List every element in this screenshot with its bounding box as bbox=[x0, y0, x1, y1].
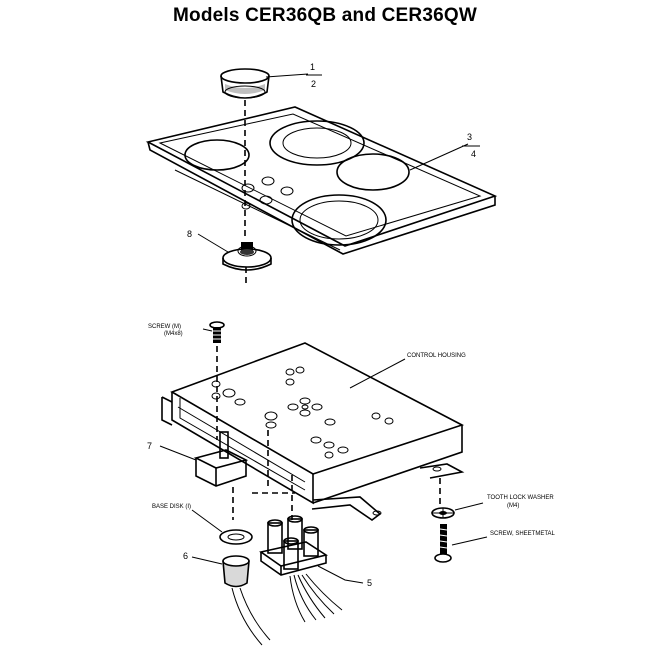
callout-8: 8 bbox=[187, 229, 192, 239]
tooth-lock-washer-part bbox=[431, 507, 455, 519]
diagram-title: Models CER36QB and CER36QW bbox=[173, 5, 477, 26]
base-disk-label: BASE DISK (I) bbox=[152, 504, 191, 510]
control-housing-label: CONTROL HOUSING bbox=[407, 353, 466, 359]
control-housing bbox=[161, 342, 465, 521]
base-disk-part bbox=[219, 529, 253, 545]
callout-3: 3 bbox=[467, 132, 472, 142]
leader-lines-top bbox=[197, 73, 480, 253]
screw-label: SCREW (M) bbox=[148, 324, 181, 330]
callout-5: 5 bbox=[367, 578, 372, 588]
sheetmetal-screw-label: SCREW, SHEETMETAL bbox=[490, 531, 556, 537]
callout-2: 2 bbox=[311, 79, 316, 89]
sheetmetal-screw-part bbox=[434, 524, 452, 563]
screw-part bbox=[209, 321, 225, 343]
callout-7: 7 bbox=[147, 441, 152, 451]
leader-lines-bottom bbox=[159, 328, 488, 584]
cooktop-glass bbox=[145, 106, 498, 255]
capacitor-block-part bbox=[259, 515, 343, 623]
tooth-lock-washer-label: TOOTH LOCK WASHER bbox=[487, 495, 554, 501]
knob-part bbox=[220, 68, 270, 99]
callout-1: 1 bbox=[310, 62, 315, 72]
callout-4: 4 bbox=[471, 149, 476, 159]
base-washer-part bbox=[222, 242, 272, 271]
control-switch-part bbox=[193, 431, 249, 487]
callout-6: 6 bbox=[183, 551, 188, 561]
screw-size-label: (M4x8) bbox=[164, 331, 183, 337]
tooth-lock-washer-size-label: (M4) bbox=[507, 503, 519, 509]
indicator-lamp-part bbox=[222, 555, 271, 646]
